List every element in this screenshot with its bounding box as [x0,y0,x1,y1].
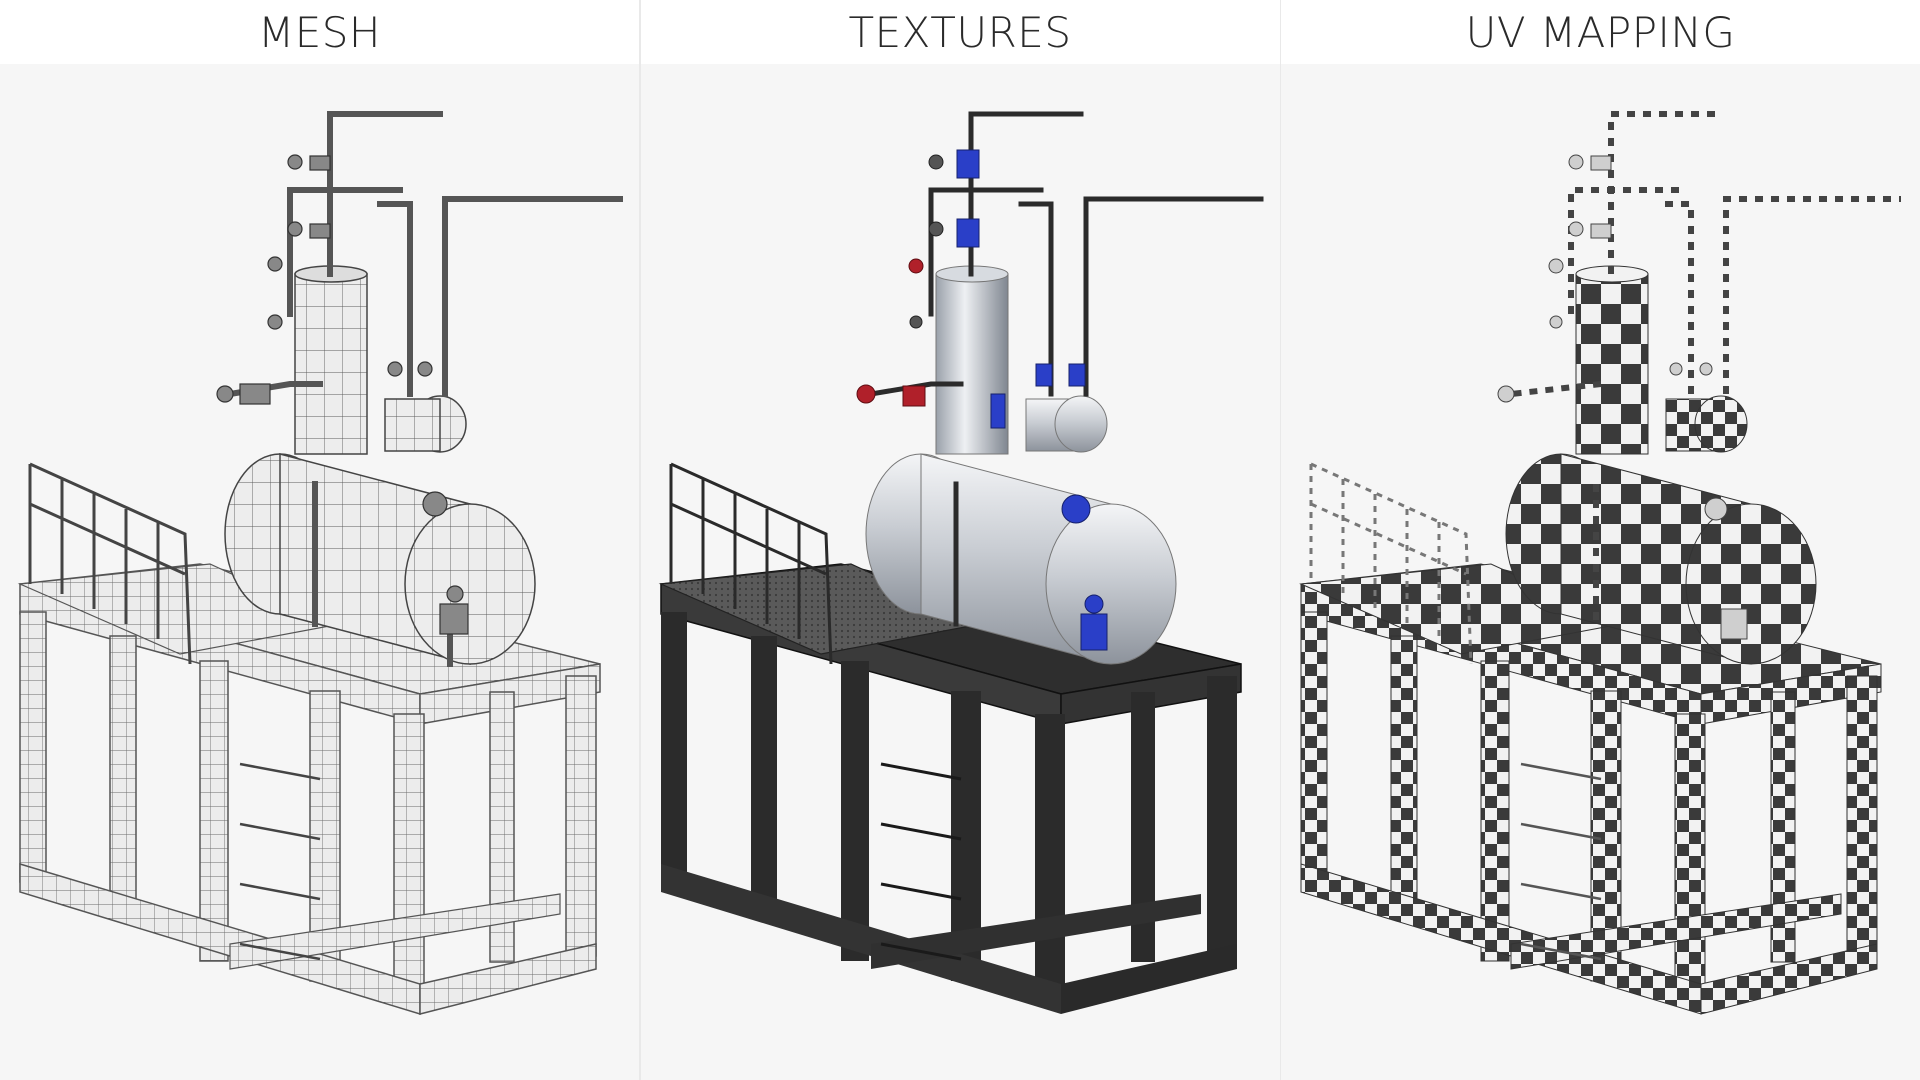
panel-mesh: MESH [0,0,639,1080]
textured-render [641,64,1280,1080]
panel-title: MESH [0,0,639,64]
panel-title: UV MAPPING [1281,0,1920,64]
mesh-render [0,64,639,1080]
panel-textures: TEXTURES [640,0,1280,1080]
panel-uv-mapping: UV MAPPING [1281,0,1920,1080]
uv-checker-render [1281,64,1920,1080]
panel-title: TEXTURES [640,0,1280,64]
